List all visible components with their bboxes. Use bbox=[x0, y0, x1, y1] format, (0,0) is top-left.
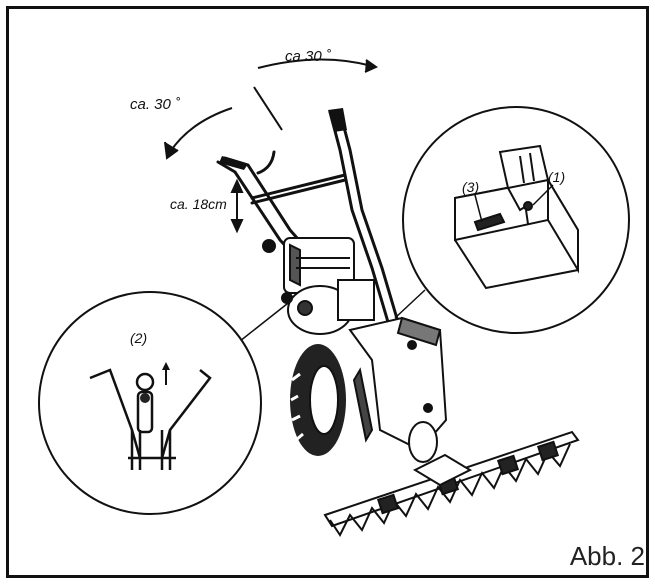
engine bbox=[262, 237, 375, 335]
handle-grip-right bbox=[328, 108, 347, 132]
height-label: ca. 18cm bbox=[170, 196, 227, 212]
detail-circle-right bbox=[394, 106, 630, 334]
callout-3-label: (3) bbox=[462, 179, 479, 195]
angle-left-label: ca. 30 ˚ bbox=[130, 96, 181, 113]
angle-reference-line bbox=[253, 86, 283, 131]
height-arrow bbox=[230, 178, 244, 234]
angle-arrow-right bbox=[257, 58, 379, 73]
angle-arrow-left bbox=[164, 107, 233, 160]
handle-grip-left bbox=[219, 156, 248, 170]
detail-circle-left bbox=[38, 291, 293, 515]
callout-1-label: (1) bbox=[548, 169, 565, 185]
wheel bbox=[290, 344, 346, 456]
callout-2-label: (2) bbox=[130, 330, 147, 346]
figure-caption: Abb. 2 bbox=[569, 541, 645, 571]
cutter-bar bbox=[323, 430, 580, 537]
angle-right-label: ca 30 ˚ bbox=[285, 48, 332, 65]
drive-housing bbox=[348, 316, 448, 463]
